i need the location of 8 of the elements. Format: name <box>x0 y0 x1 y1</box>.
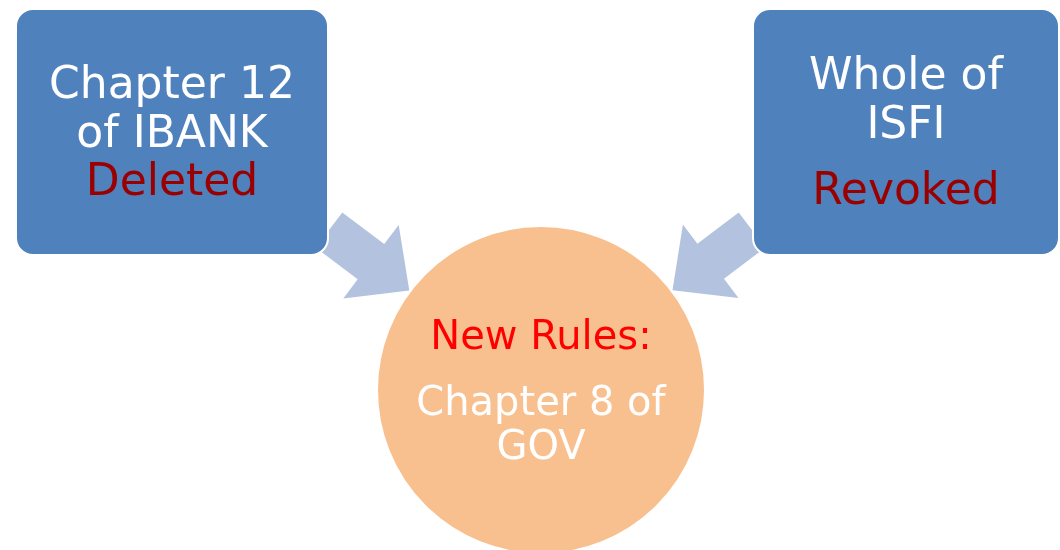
node-text: Revoked <box>812 165 1000 214</box>
rounded-box <box>752 8 1060 256</box>
node-text: Chapter 12 of IBANK <box>48 59 296 157</box>
rounded-box <box>15 8 329 256</box>
node-text: Chapter 8 of GOV <box>415 379 668 467</box>
node-text: Whole of ISFI <box>808 50 1005 148</box>
node-text: Deleted <box>85 156 259 205</box>
node-text: New Rules: <box>430 313 652 357</box>
